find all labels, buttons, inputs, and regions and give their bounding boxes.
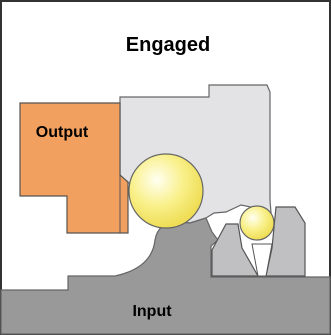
left-wedge [211, 223, 260, 277]
right-wedge [265, 206, 306, 277]
output-part [19, 102, 129, 234]
wedge-gap [251, 243, 273, 277]
large-ball [128, 153, 204, 229]
title-label: Engaged [126, 34, 210, 56]
small-ball [239, 205, 275, 241]
input-label: Input [132, 303, 172, 320]
output-label: Output [36, 124, 89, 141]
